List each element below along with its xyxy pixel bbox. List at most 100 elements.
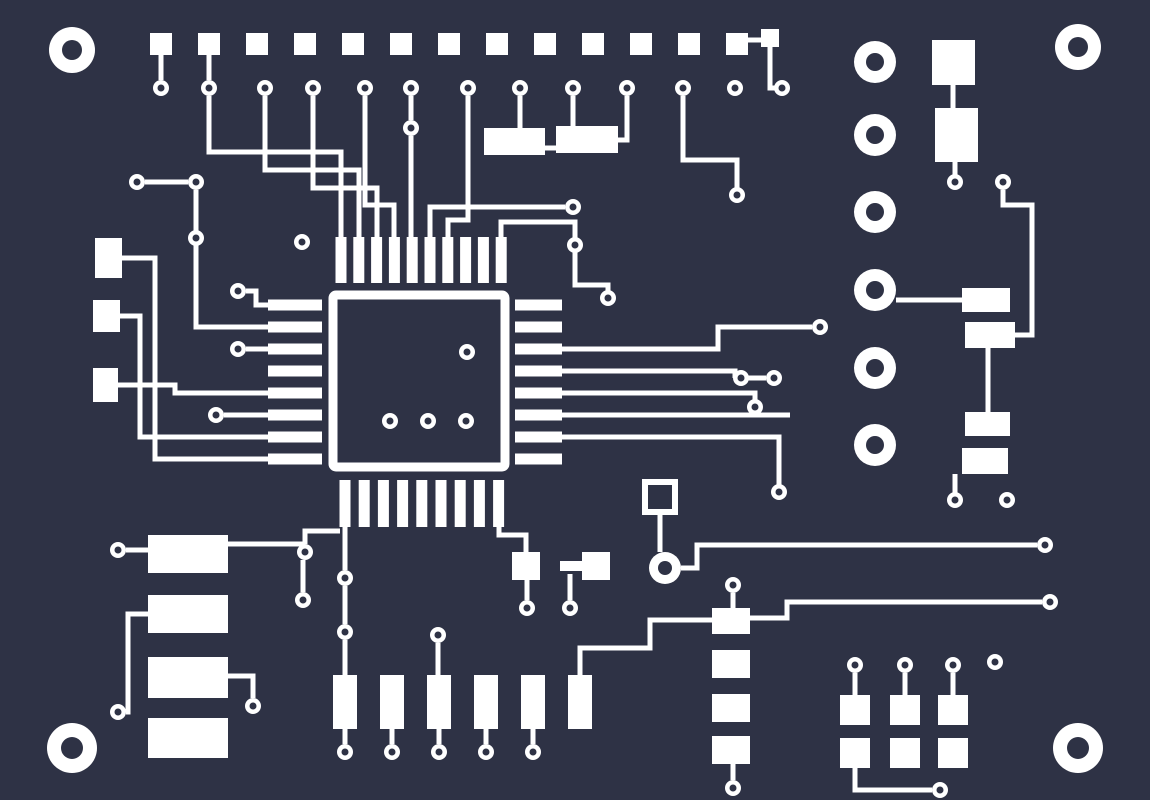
ic-via-hole bbox=[386, 417, 394, 425]
trace bbox=[445, 96, 471, 237]
via-hole bbox=[523, 604, 531, 612]
ic-pin bbox=[406, 237, 418, 283]
via-hole bbox=[301, 548, 309, 556]
via-hole bbox=[770, 374, 778, 382]
via-hole bbox=[212, 411, 220, 419]
via-hole bbox=[729, 784, 737, 792]
ic-pin bbox=[515, 321, 562, 333]
via-hole bbox=[569, 203, 577, 211]
via-hole bbox=[361, 84, 369, 92]
mounting-hole-hole bbox=[62, 40, 82, 60]
via-hole bbox=[737, 374, 745, 382]
via-hole bbox=[133, 178, 141, 186]
donut-pad-hole bbox=[866, 203, 884, 221]
ic-pin bbox=[454, 480, 466, 527]
ic-pin bbox=[473, 480, 485, 527]
ic-via-hole bbox=[462, 417, 470, 425]
smd-pad bbox=[932, 40, 975, 85]
trace bbox=[1000, 190, 1035, 338]
via-hole bbox=[298, 238, 306, 246]
via-hole bbox=[778, 84, 786, 92]
smd-pad bbox=[342, 33, 364, 55]
ic-pin bbox=[268, 453, 322, 465]
via-hole bbox=[464, 84, 472, 92]
smd-pad bbox=[965, 322, 1015, 348]
smd-pad bbox=[95, 238, 122, 278]
smd-pad bbox=[333, 675, 357, 729]
via-hole bbox=[341, 628, 349, 636]
trace bbox=[680, 96, 740, 188]
smd-pad bbox=[840, 695, 870, 725]
via-hole bbox=[751, 403, 759, 411]
via-hole bbox=[1003, 496, 1011, 504]
via-hole bbox=[341, 748, 349, 756]
trace bbox=[496, 527, 529, 552]
via-hole bbox=[571, 241, 579, 249]
ic-pin bbox=[358, 480, 370, 527]
trace bbox=[681, 542, 1037, 571]
ic-pin bbox=[477, 237, 489, 283]
smd-pad bbox=[890, 695, 920, 725]
smd-pad bbox=[148, 595, 228, 633]
donut-pad-hole bbox=[658, 561, 672, 575]
square-pad-outline bbox=[642, 479, 678, 515]
ic-pin bbox=[268, 343, 322, 355]
trace bbox=[310, 96, 380, 237]
via-hole bbox=[566, 604, 574, 612]
smd-pad bbox=[198, 33, 220, 55]
via-hole bbox=[731, 84, 739, 92]
ic-pin bbox=[268, 299, 322, 311]
via-hole bbox=[435, 748, 443, 756]
via-hole bbox=[733, 191, 741, 199]
smd-pad bbox=[962, 448, 1008, 474]
via-hole bbox=[516, 84, 524, 92]
smd-pad bbox=[427, 675, 451, 729]
smd-pad bbox=[390, 33, 412, 55]
trace bbox=[562, 324, 812, 352]
via-hole bbox=[529, 748, 537, 756]
smd-pad bbox=[294, 33, 316, 55]
via-hole bbox=[234, 345, 242, 353]
via-hole bbox=[114, 546, 122, 554]
trace bbox=[118, 382, 268, 396]
smd-pad bbox=[556, 126, 618, 153]
donut-pad-hole bbox=[866, 126, 884, 144]
mounting-hole-hole bbox=[1067, 737, 1089, 759]
ic-pin bbox=[268, 409, 322, 421]
ic-pin bbox=[515, 365, 562, 377]
via-hole bbox=[482, 748, 490, 756]
via-hole bbox=[205, 84, 213, 92]
via-hole bbox=[951, 178, 959, 186]
via-hole bbox=[936, 786, 944, 794]
trace bbox=[572, 252, 611, 291]
via-hole bbox=[407, 124, 415, 132]
smd-pad bbox=[726, 33, 748, 55]
trace bbox=[362, 96, 397, 237]
ic-pin bbox=[268, 321, 322, 333]
mounting-hole-hole bbox=[61, 737, 83, 759]
ic-via-hole bbox=[463, 348, 471, 356]
via-hole bbox=[851, 661, 859, 669]
trace bbox=[120, 313, 268, 440]
via-hole bbox=[341, 574, 349, 582]
ic-pin bbox=[515, 343, 562, 355]
smd-pad bbox=[890, 738, 920, 768]
smd-pad bbox=[938, 738, 968, 768]
smd-pad bbox=[148, 657, 228, 698]
via-hole bbox=[901, 661, 909, 669]
smd-pad bbox=[712, 736, 750, 764]
smd-pad bbox=[484, 128, 545, 155]
via-hole bbox=[729, 581, 737, 589]
ic-pin bbox=[371, 237, 383, 283]
via-hole bbox=[234, 287, 242, 295]
smd-pad bbox=[712, 694, 750, 722]
trace bbox=[750, 599, 1042, 621]
via-hole bbox=[951, 496, 959, 504]
trace bbox=[125, 611, 148, 715]
ic-pin bbox=[515, 387, 562, 399]
trace bbox=[498, 219, 578, 238]
smd-pad bbox=[93, 300, 120, 332]
smd-pad bbox=[712, 650, 750, 678]
ic-via-hole bbox=[424, 417, 432, 425]
